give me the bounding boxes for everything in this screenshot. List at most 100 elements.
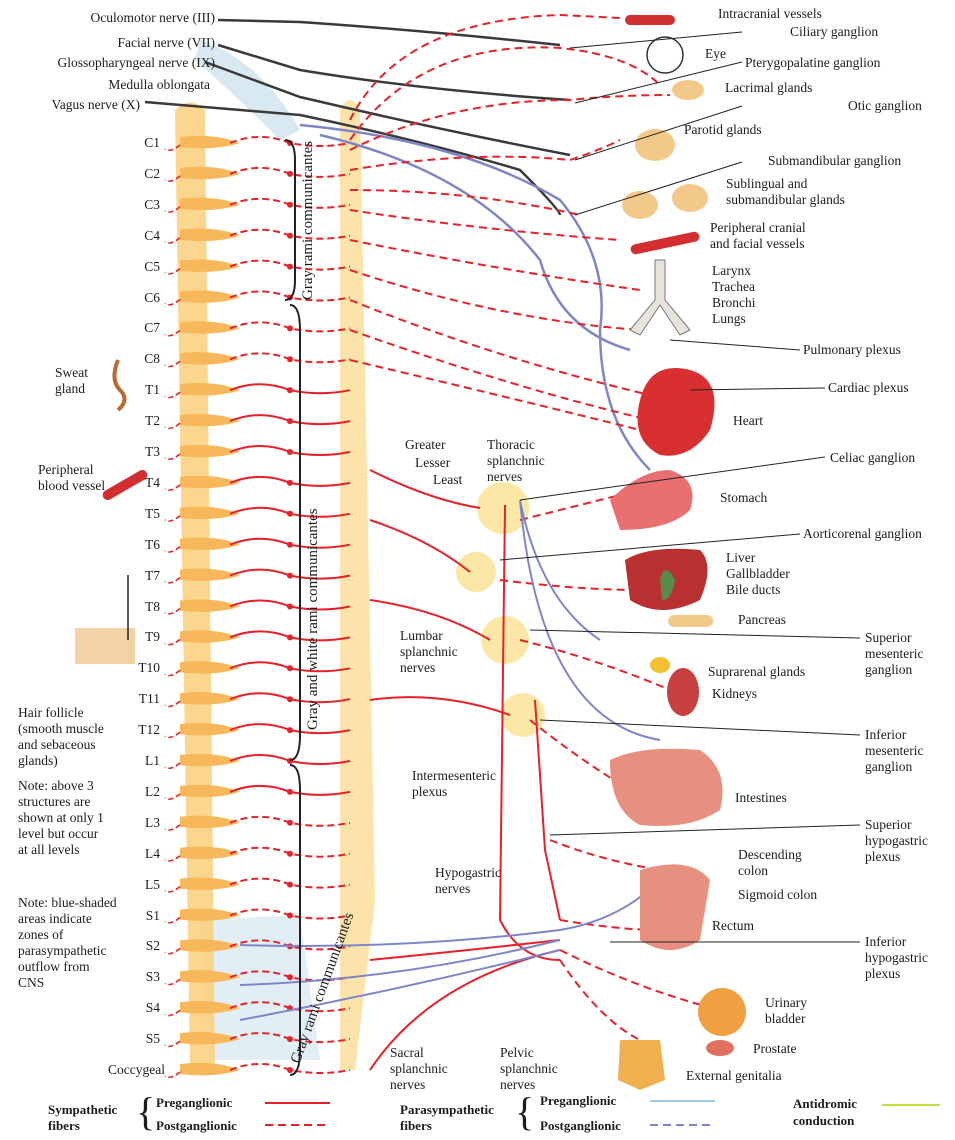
peripheral-branch xyxy=(165,794,180,799)
peripheral-branch xyxy=(165,547,180,552)
legend-antidromic-label: Antidromic conduction xyxy=(793,1095,857,1129)
legend-parasympathetic-postganglionic: Postganglionic xyxy=(540,1118,621,1134)
prevertebral-ganglia xyxy=(456,482,545,737)
peripheral-branch xyxy=(165,763,180,768)
segment-label: L5 xyxy=(110,877,160,893)
label-note-structures: Note: above 3 structures are shown at on… xyxy=(18,778,104,858)
label-suprarenal-glands: Suprarenal glands xyxy=(708,664,805,680)
segment-label: S3 xyxy=(110,969,160,985)
segment-label: T1 xyxy=(110,382,160,398)
legend-sympathetic-postganglionic: Postganglionic xyxy=(156,1118,237,1134)
ganglion-dot xyxy=(287,418,293,424)
colon-shape xyxy=(640,864,710,950)
label-submandibular-ganglion: Submandibular ganglion xyxy=(768,153,901,169)
segment-label: C6 xyxy=(110,290,160,306)
peripheral-branch xyxy=(165,609,180,614)
label-medulla-oblongata: Medulla oblongata xyxy=(20,77,210,93)
label-pulmonary-plexus: Pulmonary plexus xyxy=(803,342,901,358)
segment-label: C2 xyxy=(110,166,160,182)
legend-sympathetic-label: Sympathetic fibers xyxy=(48,1102,117,1134)
ganglion-dot xyxy=(287,696,293,702)
segment-label: C7 xyxy=(110,320,160,336)
label-thoracic-splanchnic: Thoracic splanchnic nerves xyxy=(487,437,545,485)
label-liver: Liver Gallbladder Bile ducts xyxy=(726,550,790,598)
ganglion-dot xyxy=(287,325,293,331)
ganglion-dot xyxy=(287,202,293,208)
peripheral-branch xyxy=(165,887,180,892)
label-external-genitalia: External genitalia xyxy=(686,1068,782,1084)
segment-label: T7 xyxy=(110,568,160,584)
segment-label: Coccygeal xyxy=(95,1062,165,1078)
ganglion-dot xyxy=(287,511,293,517)
legend-parasympathetic-label: Parasympathetic fibers xyxy=(400,1102,494,1134)
label-pterygopalatine-ganglion: Pterygopalatine ganglion xyxy=(745,55,880,71)
ganglion-dot xyxy=(287,913,293,919)
segment-label: T5 xyxy=(110,506,160,522)
organs xyxy=(75,15,746,1090)
label-superior-hypogastric-plexus: Superior hypogastric plexus xyxy=(865,817,928,865)
peripheral-branch xyxy=(165,330,180,335)
label-ciliary-ganglion: Ciliary ganglion xyxy=(790,24,878,40)
spinal-cord xyxy=(175,103,215,1071)
segment-label: L3 xyxy=(110,815,160,831)
label-intestines: Intestines xyxy=(735,790,787,806)
legend-sympathetic-swatches xyxy=(260,1098,340,1128)
peripheral-branch xyxy=(165,1010,180,1015)
ganglion-dot xyxy=(287,542,293,548)
ganglion-dot xyxy=(287,356,293,362)
label-greater: Greater xyxy=(405,437,445,453)
segment-label: L2 xyxy=(110,784,160,800)
segment-label: C1 xyxy=(110,135,160,151)
peripheral-branch xyxy=(165,392,180,397)
peripheral-branch xyxy=(165,856,180,861)
segment-label: S5 xyxy=(110,1031,160,1047)
segment-label: L1 xyxy=(110,753,160,769)
segment-label: L4 xyxy=(110,846,160,862)
label-rectum: Rectum xyxy=(712,918,754,934)
segment-label: T8 xyxy=(110,599,160,615)
label-least: Least xyxy=(433,472,462,488)
segment-label: T10 xyxy=(110,660,160,676)
label-pancreas: Pancreas xyxy=(738,612,786,628)
label-peripheral-cranial-vessels: Peripheral cranial and facial vessels xyxy=(710,220,806,252)
label-hypogastric-nerves: Hypogastric nerves xyxy=(435,865,501,897)
peripheral-branch xyxy=(165,732,180,737)
label-facial-nerve: Facial nerve (VII) xyxy=(40,35,215,51)
peripheral-branch xyxy=(165,701,180,706)
ganglion-dot xyxy=(287,1036,293,1042)
segment-label: T9 xyxy=(110,629,160,645)
suprarenal-shape xyxy=(650,657,670,673)
label-note-blue-shaded: Note: blue-shaded areas indicate zones o… xyxy=(18,895,117,991)
peripheral-branch xyxy=(165,670,180,675)
peripheral-branch xyxy=(165,454,180,459)
segment-label: T4 xyxy=(110,475,160,491)
legend-sympathetic-preganglionic: Preganglionic xyxy=(156,1095,232,1111)
label-oculomotor-nerve: Oculomotor nerve (III) xyxy=(40,10,215,26)
label-pelvic-splanchnic: Pelvic splanchnic nerves xyxy=(500,1045,558,1093)
facial-vessels-shape xyxy=(630,231,701,255)
ganglion-dot xyxy=(287,665,293,671)
label-aorticorenal-ganglion: Aorticorenal ganglion xyxy=(803,526,922,542)
ganglion-dot xyxy=(287,449,293,455)
peripheral-branch xyxy=(165,423,180,428)
label-parotid-glands: Parotid glands xyxy=(684,122,762,138)
label-gray-white-rami: Gray and white rami communicantes xyxy=(305,508,322,730)
kidney-shape xyxy=(667,668,699,716)
submandibular-gland-shape xyxy=(672,184,708,212)
label-peripheral-blood-vessel: Peripheral blood vessel xyxy=(38,462,105,494)
legend-parasympathetic-swatches xyxy=(645,1098,725,1128)
label-intracranial-vessels: Intracranial vessels xyxy=(718,6,822,22)
lacrimal-gland-shape xyxy=(672,80,704,100)
heart-shape xyxy=(638,368,715,456)
segment-label: C4 xyxy=(110,228,160,244)
ganglion-dot xyxy=(287,974,293,980)
label-sweat-gland: Sweat gland xyxy=(55,365,88,397)
bladder-shape xyxy=(698,988,746,1036)
legend-parasympathetic-brace: { xyxy=(515,1092,534,1132)
ganglion-dot xyxy=(287,387,293,393)
segment-label: T6 xyxy=(110,537,160,553)
airway-shape xyxy=(630,260,690,335)
legend-antidromic-swatch xyxy=(880,1100,950,1110)
pancreas-shape xyxy=(668,615,713,627)
intracranial-vessels-shape xyxy=(625,15,675,25)
